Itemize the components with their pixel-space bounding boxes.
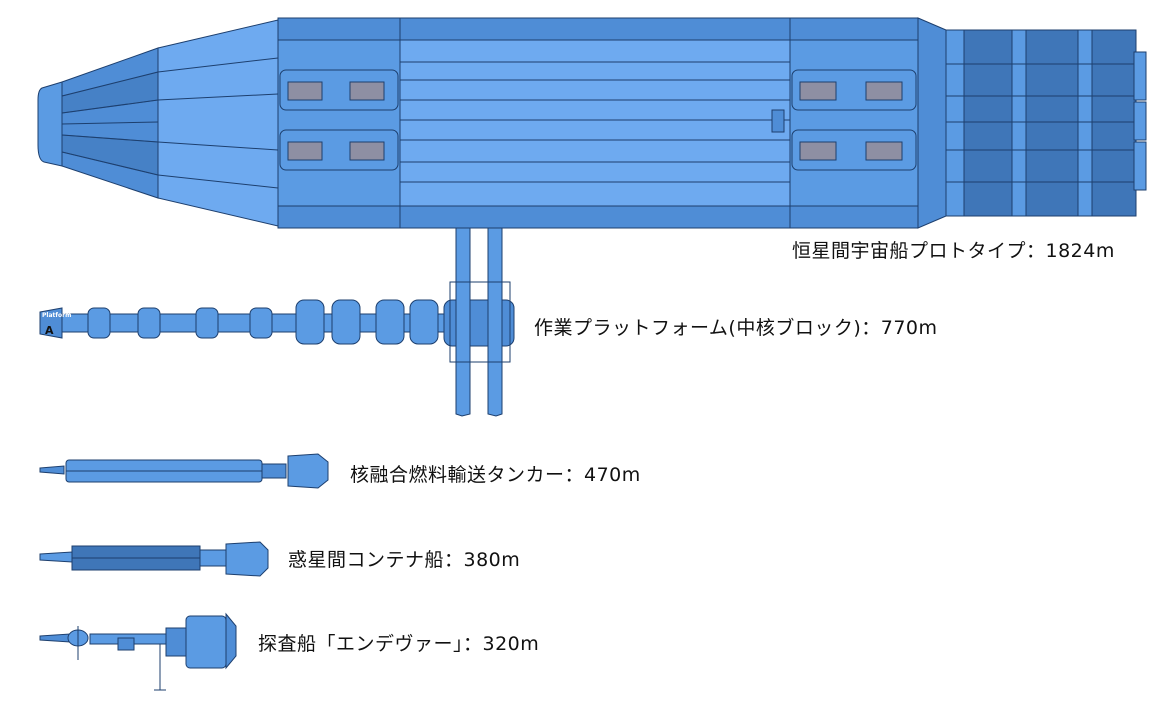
tanker-ship-label: 核融合燃料輸送タンカー：470m (350, 464, 641, 486)
container-ship-label: 惑星間コンテナ船：380m (288, 549, 521, 571)
probe-ship-label: 探査船「エンデヴァー」：320m (258, 633, 540, 655)
platform-ship-label: 作業プラットフォーム(中核ブロック)：770m (534, 317, 938, 339)
platform-marking-letter: A (45, 324, 54, 337)
prototype-ship-label: 恒星間宇宙船プロトタイプ：1824m (792, 240, 1115, 262)
platform-marking: Platform (42, 312, 71, 319)
